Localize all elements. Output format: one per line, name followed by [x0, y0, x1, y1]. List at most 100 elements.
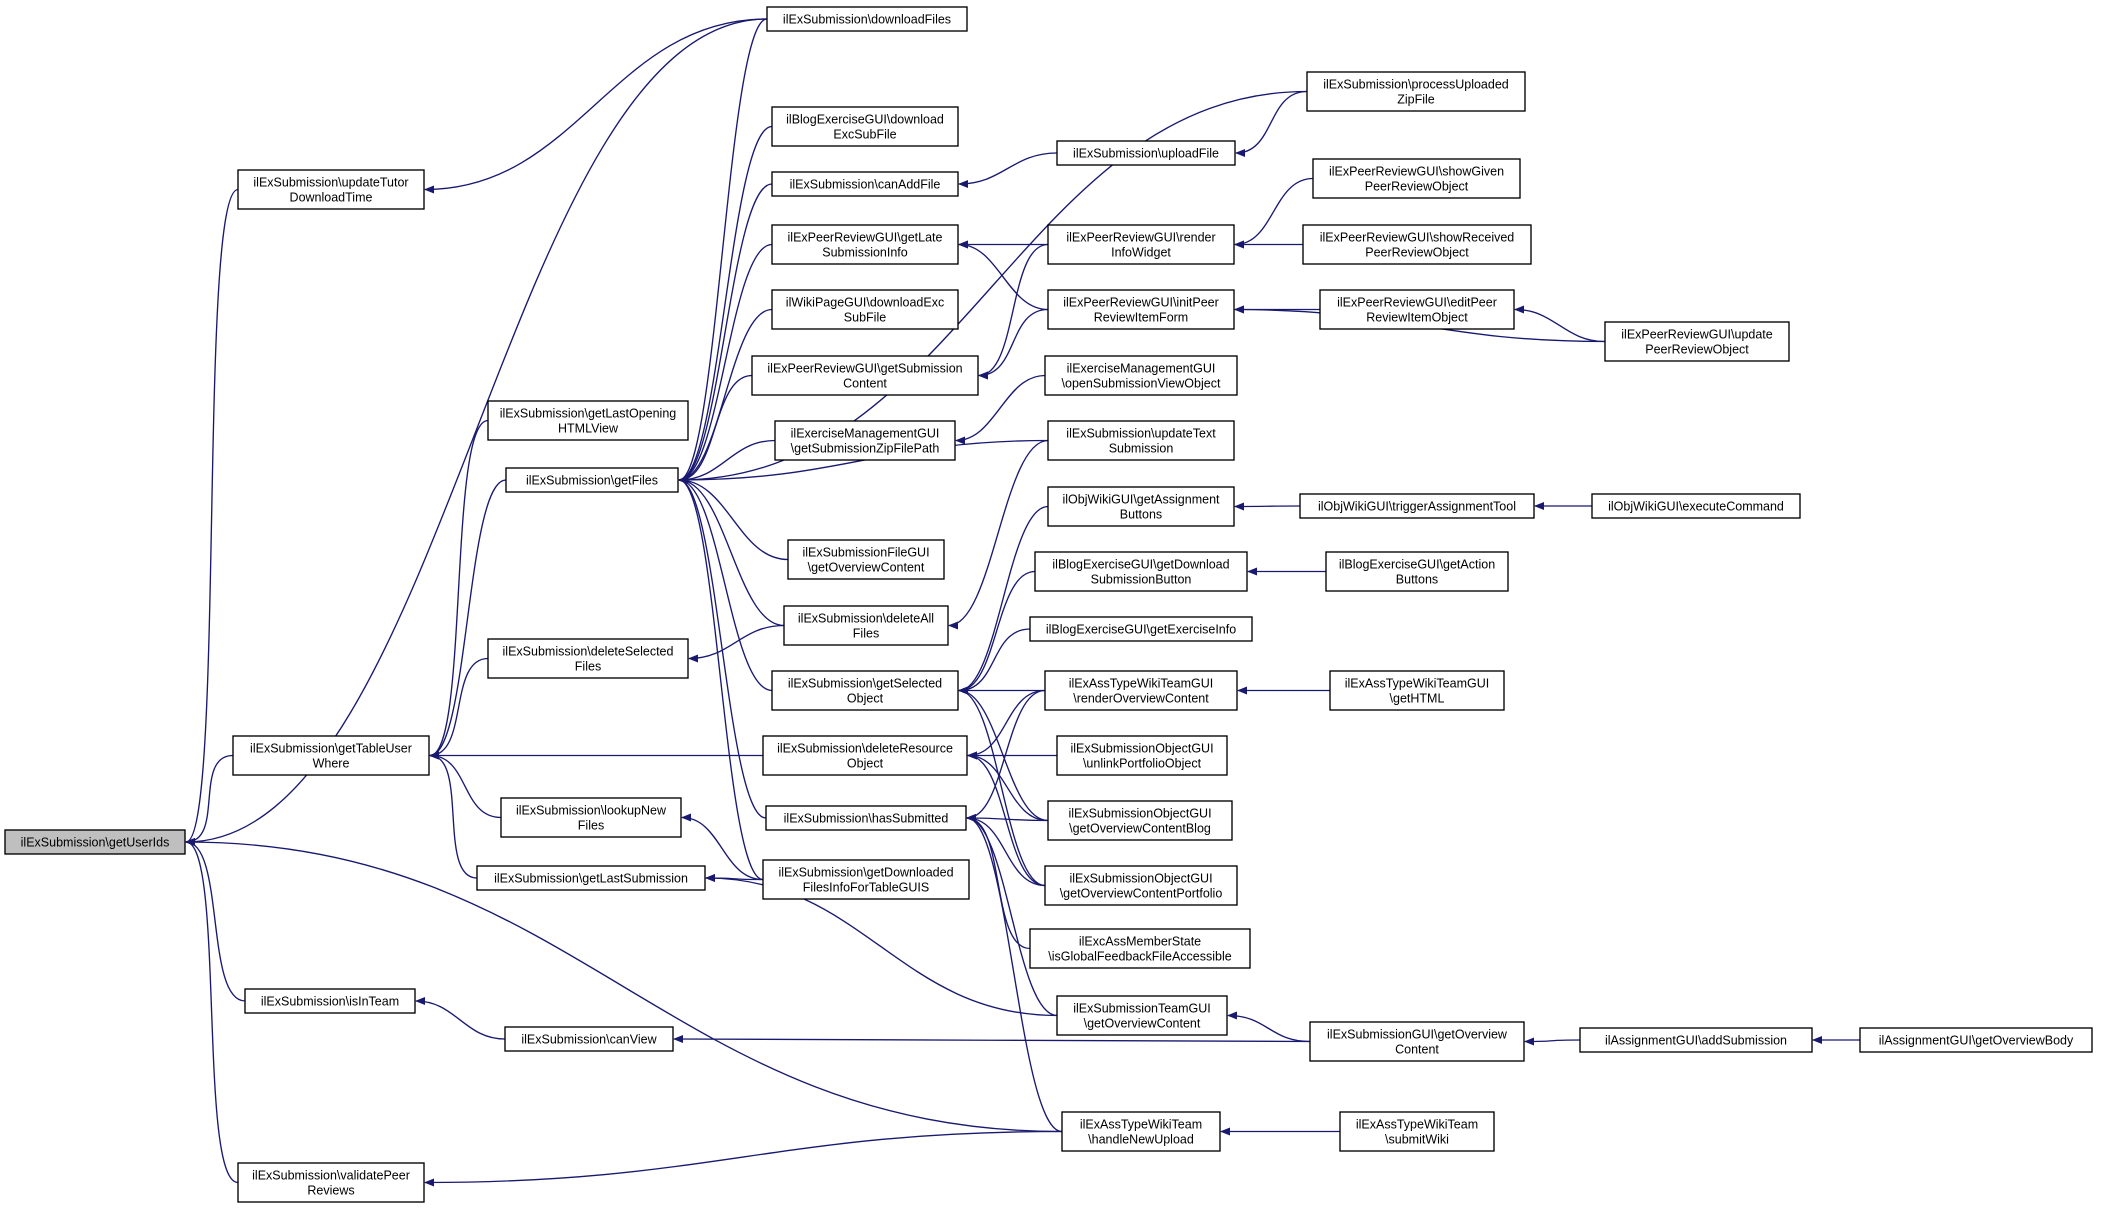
function-node[interactable]: ilExSubmission\downloadFiles: [766, 6, 968, 32]
function-node[interactable]: ilExerciseManagementGUI\openSubmissionVi…: [1044, 355, 1238, 396]
call-edge: [966, 814, 1049, 823]
function-node[interactable]: ilExPeerReviewGUI\showReceivedPeerReview…: [1302, 224, 1532, 265]
node-box: [1044, 355, 1238, 396]
node-box: [1325, 551, 1509, 592]
node-box: [1056, 995, 1228, 1036]
node-label: ilExSubmission\deleteAll: [798, 612, 934, 626]
function-node[interactable]: ilExAssTypeWikiTeamGUI\getHTML: [1329, 670, 1505, 711]
node-label: FilesInfoForTableGUIS: [803, 881, 929, 895]
node-label: ilExSubmissionTeamGUI: [1073, 1002, 1211, 1016]
root-function-node[interactable]: ilExSubmission\getUserIds: [4, 829, 186, 855]
call-edge: [1514, 305, 1606, 343]
node-label: Reviews: [307, 1184, 354, 1198]
function-node[interactable]: ilExSubmission\getDownloadedFilesInfoFor…: [762, 859, 970, 900]
node-label: PeerReviewObject: [1365, 180, 1469, 194]
function-node[interactable]: ilExPeerReviewGUI\editPeerReviewItemObje…: [1319, 289, 1515, 330]
function-node[interactable]: ilExSubmission\getFiles: [505, 467, 679, 493]
node-box: [771, 171, 959, 197]
call-edge: [678, 374, 753, 484]
node-box: [237, 1162, 425, 1203]
function-node[interactable]: ilExAssTypeWikiTeam\handleNewUpload: [1061, 1111, 1221, 1152]
node-label: Submission: [1109, 442, 1174, 456]
node-box: [783, 605, 949, 646]
node-label: ilExSubmission\getUserIds: [21, 836, 170, 850]
function-node[interactable]: ilExSubmissionTeamGUI\getOverviewContent: [1056, 995, 1228, 1036]
node-label: ilExSubmission\updateTutor: [253, 176, 408, 190]
function-node[interactable]: ilExPeerReviewGUI\showGivenPeerReviewObj…: [1312, 158, 1521, 199]
function-node[interactable]: ilExSubmission\canAddFile: [771, 171, 959, 197]
node-label: \isGlobalFeedbackFileAccessible: [1048, 950, 1231, 964]
node-label: InfoWidget: [1111, 246, 1171, 260]
function-node[interactable]: ilExSubmission\isInTeam: [244, 988, 416, 1014]
function-node[interactable]: ilObjWikiGUI\triggerAssignmentTool: [1299, 493, 1535, 519]
call-edge: [185, 838, 239, 1184]
node-label: PeerReviewObject: [1365, 246, 1469, 260]
node-label: ReviewItemForm: [1094, 311, 1188, 325]
call-edge: [1524, 1037, 1581, 1046]
function-node[interactable]: ilExSubmission\getLastSubmission: [476, 865, 706, 891]
function-node[interactable]: ilExSubmission\uploadFile: [1056, 140, 1236, 166]
function-node[interactable]: ilExerciseManagementGUI\getSubmissionZip…: [774, 420, 956, 461]
node-label: ZipFile: [1397, 93, 1435, 107]
call-edge: [958, 686, 1046, 887]
node-label: \unlinkPortfolioObject: [1083, 757, 1202, 771]
node-label: ilExSubmission\uploadFile: [1073, 147, 1219, 161]
call-edge: [948, 439, 1049, 630]
function-node[interactable]: ilExSubmission\hasSubmitted: [765, 805, 967, 831]
node-box: [1302, 224, 1532, 265]
function-node[interactable]: ilObjWikiGUI\executeCommand: [1591, 493, 1801, 519]
node-label: \getOverviewContent: [808, 561, 925, 575]
function-node[interactable]: ilExcAssMemberState\isGlobalFeedbackFile…: [1029, 928, 1251, 969]
function-node[interactable]: ilExSubmissionObjectGUI\getOverviewConte…: [1047, 800, 1233, 841]
function-node[interactable]: ilExSubmissionFileGUI\getOverviewContent: [787, 539, 945, 580]
node-box: [1034, 551, 1248, 592]
function-node[interactable]: ilBlogExerciseGUI\getExerciseInfo: [1029, 616, 1253, 642]
node-box: [762, 859, 970, 900]
function-node[interactable]: ilExSubmissionObjectGUI\unlinkPortfolioO…: [1056, 735, 1228, 776]
node-label: ilExPeerReviewGUI\getSubmission: [767, 362, 962, 376]
function-node[interactable]: ilExAssTypeWikiTeamGUI\renderOverviewCon…: [1044, 670, 1238, 711]
node-box: [487, 400, 689, 441]
node-label: ilExSubmissionFileGUI: [802, 546, 929, 560]
function-node[interactable]: ilBlogExerciseGUI\getDownloadSubmissionB…: [1034, 551, 1248, 592]
node-box: [771, 106, 959, 147]
call-edge: [678, 476, 767, 819]
node-box: [504, 1026, 674, 1052]
function-node[interactable]: ilAssignmentGUI\addSubmission: [1579, 1027, 1813, 1053]
node-label: ilBlogExerciseGUI\getAction: [1339, 558, 1495, 572]
node-label: Content: [1395, 1043, 1439, 1057]
node-box: [237, 169, 425, 210]
function-node[interactable]: ilExSubmission\canView: [504, 1026, 674, 1052]
node-box: [500, 797, 682, 838]
node-box: [1047, 420, 1235, 461]
node-label: ilExPeerReviewGUI\initPeer: [1063, 296, 1219, 310]
function-node[interactable]: ilExSubmissionGUI\getOverviewContent: [1309, 1021, 1525, 1062]
call-edge: [678, 125, 773, 484]
function-node[interactable]: ilExSubmissionObjectGUI\getOverviewConte…: [1044, 865, 1238, 906]
function-node[interactable]: ilExAssTypeWikiTeam\submitWiki: [1339, 1111, 1495, 1152]
node-label: ExcSubFile: [833, 128, 896, 142]
node-label: ilWikiPageGUI\downloadExc: [786, 296, 944, 310]
call-edge: [678, 308, 773, 484]
function-node[interactable]: ilAssignmentGUI\getOverviewBody: [1859, 1027, 2093, 1053]
